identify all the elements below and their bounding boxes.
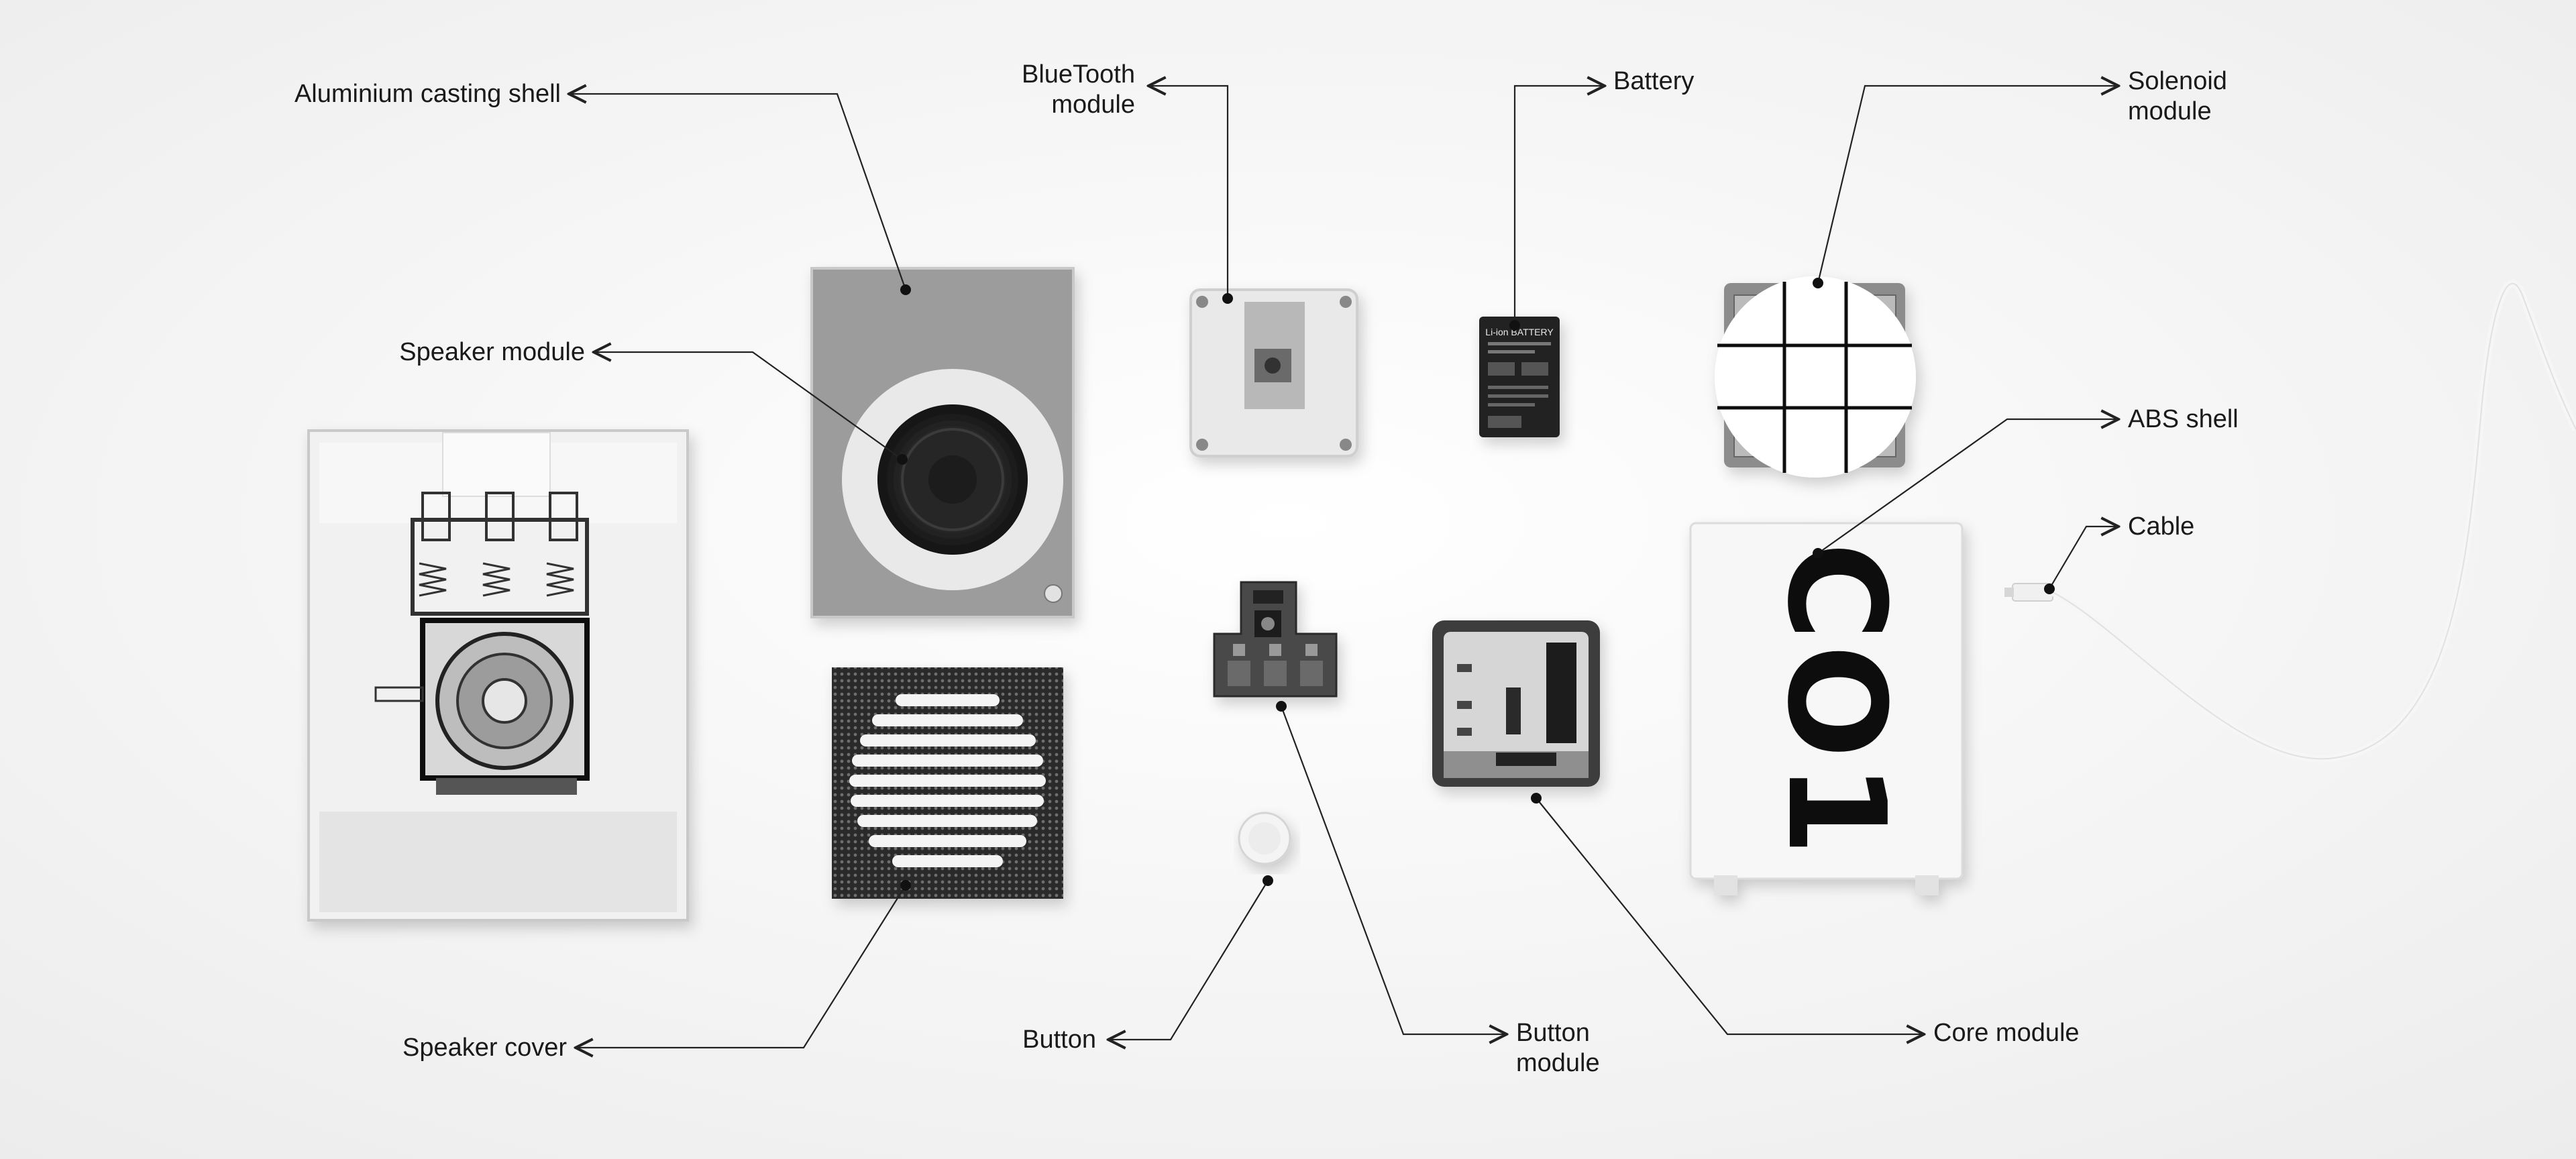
callout-aluminium-shell: Aluminium casting shell [294,80,911,295]
label-speaker-module: Speaker module [399,338,585,366]
label-solenoid-line2: module [2128,97,2212,125]
label-button-module-line1: Button [1516,1019,1590,1047]
label-abs-shell: ABS shell [2128,405,2239,433]
callout-battery: Battery [1509,67,1694,331]
bluetooth-module-component [1189,288,1358,457]
label-speaker-cover: Speaker cover [402,1034,567,1062]
label-button: Button [1022,1026,1096,1054]
callout-abs-shell: ABS shell [1813,405,2239,559]
label-bluetooth-line2: module [1051,91,1135,119]
abs-shell-print: CO1 [1758,542,1914,860]
label-aluminium-shell: Aluminium casting shell [294,80,561,108]
label-button-module-line2: module [1516,1049,1600,1077]
button-component [1238,812,1291,865]
abs-shell-component: CO1 [1689,522,1964,895]
battery-component: Li-ion BATTERY [1479,317,1560,437]
label-solenoid-line1: Solenoid [2128,67,2227,95]
button-module-component [1213,581,1338,698]
label-battery: Battery [1613,67,1694,95]
solenoid-module-component [1715,276,1916,478]
callout-bluetooth-module: BlueTooth module [1022,60,1233,304]
callout-button: Button [1022,875,1273,1054]
callout-speaker-module: Speaker module [399,338,908,465]
speaker-cover-component [832,667,1063,899]
callout-solenoid-module: Solenoid module [1813,67,2227,288]
callout-button-module: Button module [1276,701,1600,1077]
callout-cable: Cable [2044,512,2194,594]
label-cable: Cable [2128,512,2194,541]
aluminium-shell-component [810,267,1075,618]
core-module-component [1432,620,1600,787]
label-core-module: Core module [1933,1019,2080,1047]
battery-print-text: Li-ion BATTERY [1485,327,1554,337]
callout-core-module: Core module [1531,793,2080,1047]
speaker-module-component [307,429,689,922]
callout-speaker-cover: Speaker cover [402,880,911,1062]
label-bluetooth-line1: BlueTooth [1022,60,1135,89]
